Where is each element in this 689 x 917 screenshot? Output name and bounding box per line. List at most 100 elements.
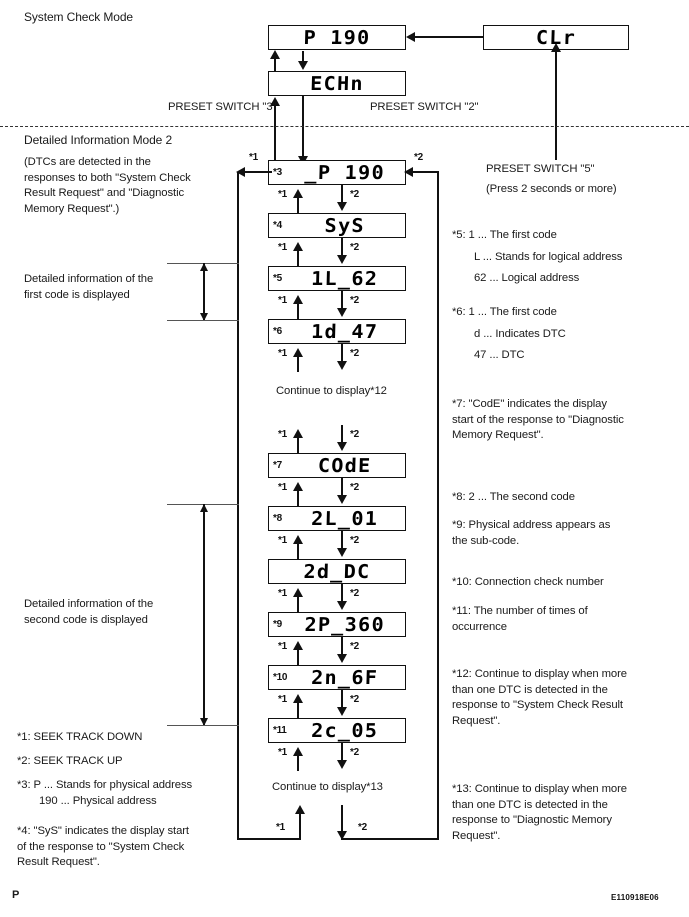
intro-note: (DTCs are detected in the responses to b… [24,155,239,217]
lcd-value: ECHn [309,72,365,95]
arrow-label-up: *1 [278,694,287,705]
lcd-value: 1d_47 [310,320,379,343]
loop-right-riser [437,172,440,840]
lcd-star: *9 [273,619,282,630]
loop-right-to-box3 [412,171,439,174]
arrow-up-4-5 [297,249,300,266]
note-line: *13: Continue to display when more [452,783,627,795]
note-line: response to "System Check Result [452,699,623,711]
first-code-group-label: Detailed information of the first code i… [24,272,174,303]
group-label-line: Detailed information of the [24,273,154,285]
note-line: than one DTC is detected in the [452,798,608,811]
arrow-up-9-10 [297,595,300,612]
lcd-box-9[interactable]: *9 2P_360 [268,612,406,637]
lcd-box-10[interactable]: *10 2n_6F [268,665,406,690]
reference-code: E110918E06 [611,893,659,902]
intro-note-line: Memory Request".) [24,202,120,215]
lcd-value: COdE [317,454,372,477]
lcd-star: *6 [273,326,282,337]
lcd-box-8[interactable]: *8 2L_01 [268,506,406,531]
note-line: L ... Stands for logical address [474,250,623,263]
bracket-cap-bottom-second [167,725,239,727]
note-line: *2: SEEK TRACK UP [17,755,123,767]
arrow-label-up: *1 [276,822,285,833]
arrow-label-down: *2 [350,348,359,359]
note-9: *9: Physical address appears as the sub-… [452,518,687,549]
preset-switch-3-label: PRESET SWITCH "3" [168,101,277,113]
note-line: *1: SEEK TRACK DOWN [17,731,143,743]
lcd-box-p190[interactable]: P 190 [268,25,406,50]
mode-separator [0,126,689,127]
arrow-label-up: *1 [278,482,287,493]
loop-left-to-box3 [244,171,272,174]
lcd-value: 2n_6F [310,666,379,689]
note-3: *3: P ... Stands for physical address 19… [17,778,192,809]
arrow-label-down: *2 [350,588,359,599]
arrow-label-up: *1 [278,242,287,253]
note-line: the sub-code. [452,534,520,547]
note-1: *1: SEEK TRACK DOWN [17,730,142,746]
section-title: Detailed Information Mode 2 [24,133,173,147]
arrow-label-up: *1 [278,189,287,200]
lcd-value: _P 190 [304,161,386,184]
lcd-star: *4 [273,220,282,231]
lcd-box-11[interactable]: *11 2c_05 [268,718,406,743]
preset-switch-5-note: (Press 2 seconds or more) [486,183,617,195]
note-line: *8: 2 ... The second code [452,491,575,503]
loop-bottom-left-h [237,838,301,841]
arrow-down-3-4 [341,185,344,204]
note-line: *5: 1 ... The first code [452,229,557,241]
note-line: *6: 1 ... The first code [452,306,557,318]
bracket-first-code [203,263,205,321]
lcd-box-4[interactable]: *4 SyS [268,213,406,238]
arrow-label-down: *2 [350,242,359,253]
arrow-up-6-gap [297,355,300,372]
arrow-down-below-11 [341,743,344,762]
note-13: *13: Continue to display when more than … [452,782,689,844]
note-2: *2: SEEK TRACK UP [17,754,123,770]
note-line: *3: P ... Stands for physical address [17,779,193,791]
note-line: of the response to "System Check [17,840,185,853]
lcd-star: *3 [273,167,282,178]
arrow-preset5-riser [555,50,558,160]
loop-bottom-left-up [299,812,302,840]
lcd-box-echn[interactable]: ECHn [268,71,406,96]
note-line: Memory Request". [452,429,544,441]
loop-left-riser [237,172,240,840]
note-line: d ... Indicates DTC [474,327,566,340]
arrow-label-down: *2 [350,482,359,493]
arrow-up-gap-7 [297,436,300,453]
arrow-label-down: *2 [350,189,359,200]
lcd-box-6[interactable]: *6 1d_47 [268,319,406,344]
arrow-up-3-4 [297,196,300,213]
arrow-down-9-10 [341,584,344,603]
arrow-up-5-6 [297,302,300,319]
arrow-label-down: *2 [350,747,359,758]
arrow-label-up: *1 [278,429,287,440]
footer-mark: P [12,889,20,901]
loop-bottom-right-down [341,805,344,833]
note-10: *10: Connection check number [452,575,687,591]
arrow-up-10-11 [297,648,300,665]
note-line: start of the response to "Diagnostic [452,413,624,426]
lcd-value: 1L_62 [310,267,379,290]
lcd-value: P 190 [303,26,371,49]
note-12: *12: Continue to display when more than … [452,667,689,729]
lcd-star: *10 [273,672,288,683]
note-line: than one DTC is detected in the [452,683,608,696]
note-8: *8: 2 ... The second code [452,490,687,506]
intro-note-line: Result Request" and "Diagnostic [24,187,185,199]
preset-switch-5-label: PRESET SWITCH "5" [486,163,595,175]
arrow-down-5-6 [341,291,344,310]
lcd-box-3[interactable]: *3 _P 190 [268,160,406,185]
lcd-box-7[interactable]: *7 COdE [268,453,406,478]
note-line: *7: "CodE" indicates the display [452,398,607,410]
bracket-second-code [203,504,205,726]
arrow-up-below-11 [297,754,300,771]
arrow-label-down: *2 [350,429,359,440]
arrow-label-up: *1 [278,348,287,359]
lcd-box-2d-dc[interactable]: 2d_DC [268,559,406,584]
note-11: *11: The number of times of occurrence [452,604,687,635]
arrow-label-down: *2 [350,694,359,705]
lcd-box-5[interactable]: *5 1L_62 [268,266,406,291]
